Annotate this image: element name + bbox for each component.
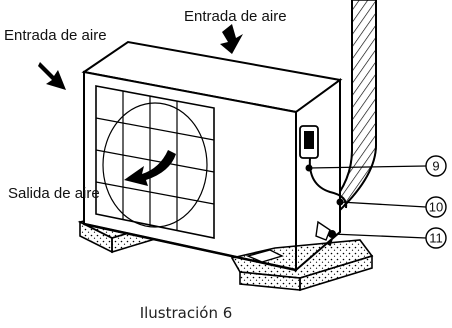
air-outlet-label: Salida de aire bbox=[8, 185, 100, 202]
air-inlet-left-label: Entrada de aire bbox=[4, 27, 107, 44]
callout-11: 11 bbox=[425, 227, 447, 249]
callout-10-number: 10 bbox=[429, 200, 443, 215]
air-inlet-top-arrow bbox=[220, 24, 243, 54]
air-inlet-top-label: Entrada de aire bbox=[184, 8, 287, 25]
callout-leaders bbox=[308, 165, 427, 239]
air-inlet-left-arrow bbox=[38, 62, 66, 90]
air-outlet-arrow bbox=[124, 150, 176, 186]
callout-11-number: 11 bbox=[429, 231, 443, 246]
callout-10: 10 bbox=[425, 196, 447, 218]
support-block-front bbox=[230, 239, 374, 292]
callout-9: 9 bbox=[425, 155, 447, 177]
callout-9-number: 9 bbox=[432, 159, 439, 174]
figure-caption: Ilustración 6 bbox=[140, 304, 233, 322]
outdoor-unit-casing bbox=[81, 40, 343, 273]
